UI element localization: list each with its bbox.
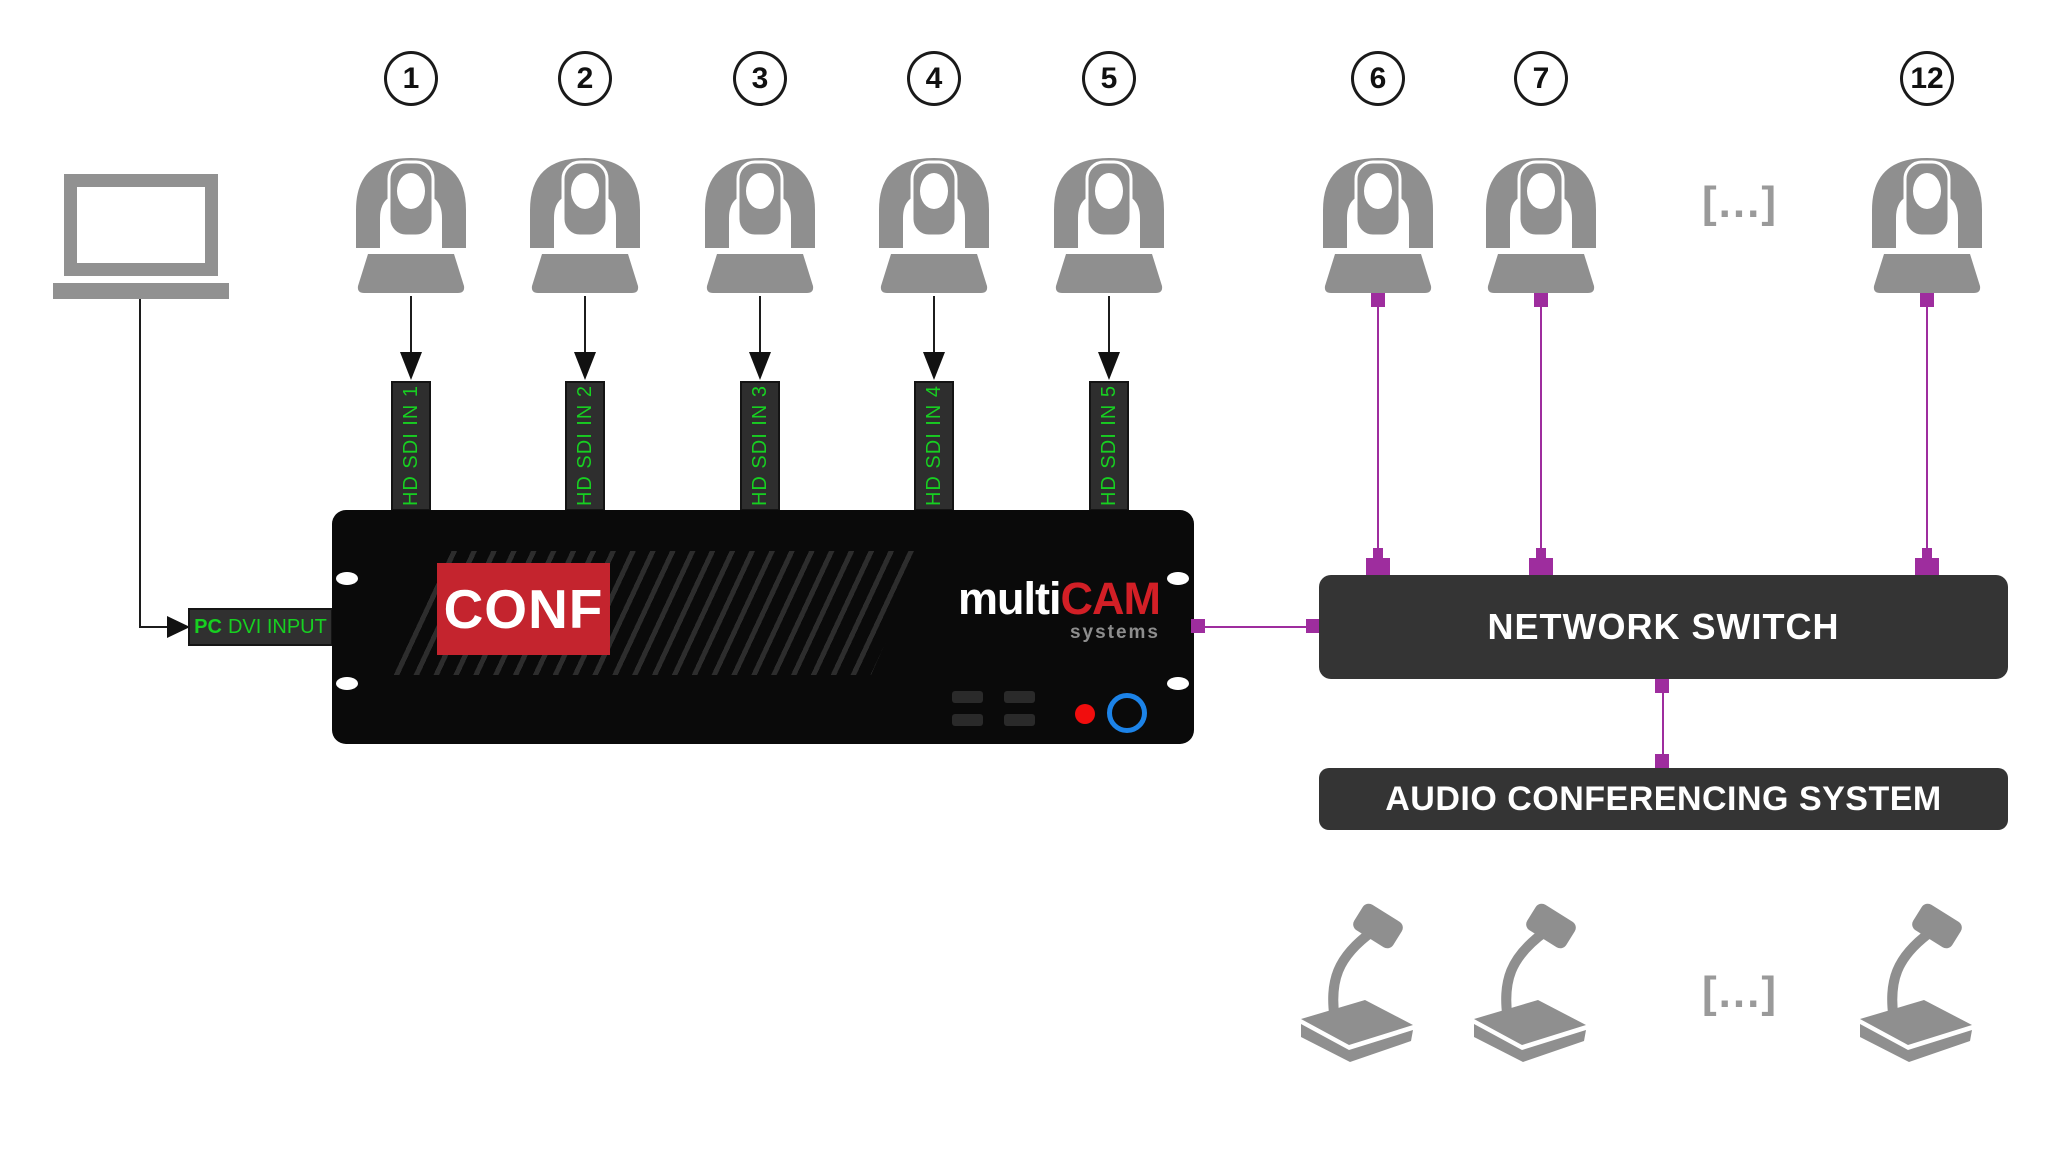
microphone-icon [1852,903,1982,1063]
ethernet-cable [1377,302,1379,558]
audio-conferencing-system-box: AUDIO CONFERENCING SYSTEM [1319,768,2008,830]
ptz-camera-icon [1476,148,1606,295]
power-button[interactable] [1107,693,1147,733]
device-switch-cable [1203,626,1313,628]
hd-sdi-port-label: HD SDI IN 3 [748,385,771,507]
camera-number: 7 [1532,61,1550,95]
network-switch-box: NETWORK SWITCH [1319,575,2008,679]
hd-sdi-port-5: HD SDI IN 5 [1089,381,1129,511]
conf-logo-text: CONF [443,578,604,640]
pc-dvi-input-port: PC DVI INPUT [188,608,333,646]
camera-number: 6 [1369,61,1387,95]
camera-number-badge: 12 [1900,51,1954,106]
ethernet-plug-icon [1529,558,1553,576]
sdi-cable [1108,296,1110,353]
camera-number: 2 [576,61,594,95]
network-switch-label: NETWORK SWITCH [1487,606,1840,647]
ptz-camera-icon [1862,148,1992,295]
ptz-camera-icon [346,148,476,295]
brand-systems: systems [1069,622,1160,643]
camera-number: 1 [402,61,420,95]
switch-audio-cable [1662,680,1664,768]
ethernet-plug-icon [1536,548,1546,559]
camera-number: 3 [751,61,769,95]
ethernet-plug-icon [1915,558,1939,576]
screw-hole-icon [1167,572,1189,585]
ptz-camera-icon [1313,148,1443,295]
hd-sdi-port-label: HD SDI IN 1 [399,385,422,507]
pc-cable-horizontal [139,626,169,628]
vent-slot [952,691,983,703]
microphone-icon [1466,903,1596,1063]
vent-slot [1004,691,1035,703]
vent-slot [952,714,983,726]
microphone-icon [1293,903,1423,1063]
camera-network-connector [1534,293,1548,307]
hd-sdi-port-1: HD SDI IN 1 [391,381,431,511]
cable-end-connector [1655,754,1669,768]
hd-sdi-port-4: HD SDI IN 4 [914,381,954,511]
ethernet-cable [1926,302,1928,558]
camera-number: 5 [1100,61,1118,95]
camera-number: 4 [925,61,943,95]
sdi-cable [759,296,761,353]
laptop-base [53,283,229,299]
power-led [1075,704,1095,724]
multicam-logo: multiCAM systems [940,573,1161,643]
ethernet-plug-icon [1922,548,1932,559]
hd-sdi-port-label: HD SDI IN 2 [573,385,596,507]
sdi-cable-arrow-icon [1098,352,1120,380]
ethernet-plug-icon [1373,548,1383,559]
screw-hole-icon [1167,677,1189,690]
pc-cable-arrow-icon [167,616,190,638]
screw-hole-icon [336,572,358,585]
pc-dvi-input-label: DVI INPUT [227,615,327,638]
vent-slot [1004,714,1035,726]
hd-sdi-port-label: HD SDI IN 5 [1097,385,1120,507]
camera-network-connector [1920,293,1934,307]
sdi-cable-arrow-icon [923,352,945,380]
brand-multi: multi [958,573,1061,624]
cable-end-connector [1191,619,1205,633]
ptz-camera-icon [1044,148,1174,295]
pc-dvi-input-label-strong: PC [194,615,222,638]
ethernet-plug-icon [1366,558,1390,576]
cable-end-connector [1306,619,1320,633]
ptz-camera-icon [695,148,825,295]
sdi-cable [933,296,935,353]
laptop-icon [64,174,218,276]
camera-network-connector [1371,293,1385,307]
screw-hole-icon [336,677,358,690]
sdi-cable [584,296,586,353]
camera-number-badge: 6 [1351,51,1405,106]
hd-sdi-port-label: HD SDI IN 4 [922,385,945,507]
ptz-camera-icon [520,148,650,295]
hd-sdi-port-2: HD SDI IN 2 [565,381,605,511]
camera-number-badge: 7 [1514,51,1568,106]
hd-sdi-port-3: HD SDI IN 3 [740,381,780,511]
ptz-camera-icon [869,148,999,295]
ellipsis-mics: [...] [1702,968,1778,1017]
sdi-cable-arrow-icon [574,352,596,380]
camera-number: 12 [1910,61,1944,95]
sdi-cable-arrow-icon [749,352,771,380]
brand-cam: CAM [1060,573,1161,624]
camera-number-badge: 3 [733,51,787,106]
camera-number-badge: 4 [907,51,961,106]
sdi-cable [410,296,412,353]
ellipsis-cameras: [...] [1702,178,1778,227]
sdi-cable-arrow-icon [400,352,422,380]
camera-number-badge: 1 [384,51,438,106]
camera-number-badge: 2 [558,51,612,106]
ethernet-cable [1540,302,1542,558]
audio-system-label: AUDIO CONFERENCING SYSTEM [1385,779,1942,818]
camera-number-badge: 5 [1082,51,1136,106]
conf-logo: CONF [437,563,610,655]
pc-cable-vertical [139,299,141,627]
cable-end-connector [1655,679,1669,693]
